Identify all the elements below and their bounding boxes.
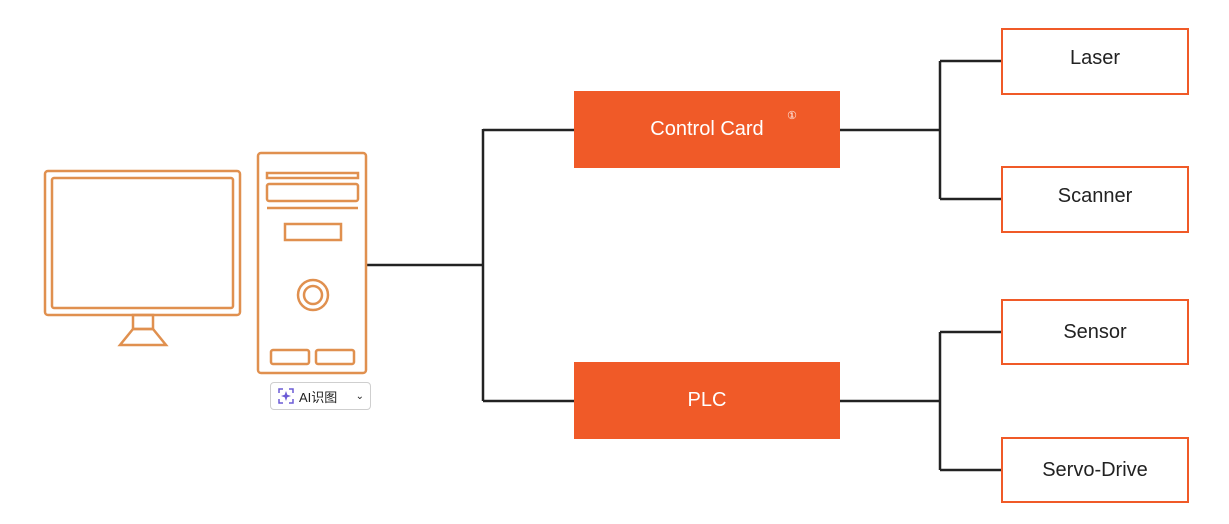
scanner-box <box>1001 166 1189 233</box>
connector-lines <box>367 59 1002 472</box>
plc-text: PLC <box>687 389 727 411</box>
computer-tower-icon <box>256 151 368 375</box>
servo-drive-box <box>1001 437 1189 503</box>
scanner-label: Scanner <box>1002 167 1188 225</box>
servo-drive-label: Servo-Drive <box>1002 438 1188 502</box>
sensor-label: Sensor <box>1002 300 1188 364</box>
laser-text: Laser <box>1069 46 1121 69</box>
sparkle-scan-icon <box>278 388 294 404</box>
ai-widget-label: AI识图 <box>299 389 338 405</box>
plc-box <box>574 362 840 439</box>
laser-label: Laser <box>1002 29 1188 87</box>
servo-drive-text: Servo-Drive <box>1042 458 1148 481</box>
control-card-box <box>574 91 840 168</box>
scanner-text: Scanner <box>1057 184 1133 207</box>
control-card-note: ① <box>787 110 797 122</box>
control-card-label: Control Card <box>574 91 840 168</box>
chevron-down-icon[interactable]: ⌄ <box>355 390 364 402</box>
sensor-box <box>1001 299 1189 365</box>
monitor-icon <box>43 169 242 347</box>
control-card-text: Control Card <box>650 118 764 140</box>
ai-recognize-button[interactable]: AI识图 ⌄ <box>270 382 371 410</box>
sensor-text: Sensor <box>1063 320 1127 343</box>
plc-label: PLC <box>574 362 840 439</box>
laser-box <box>1001 28 1189 95</box>
